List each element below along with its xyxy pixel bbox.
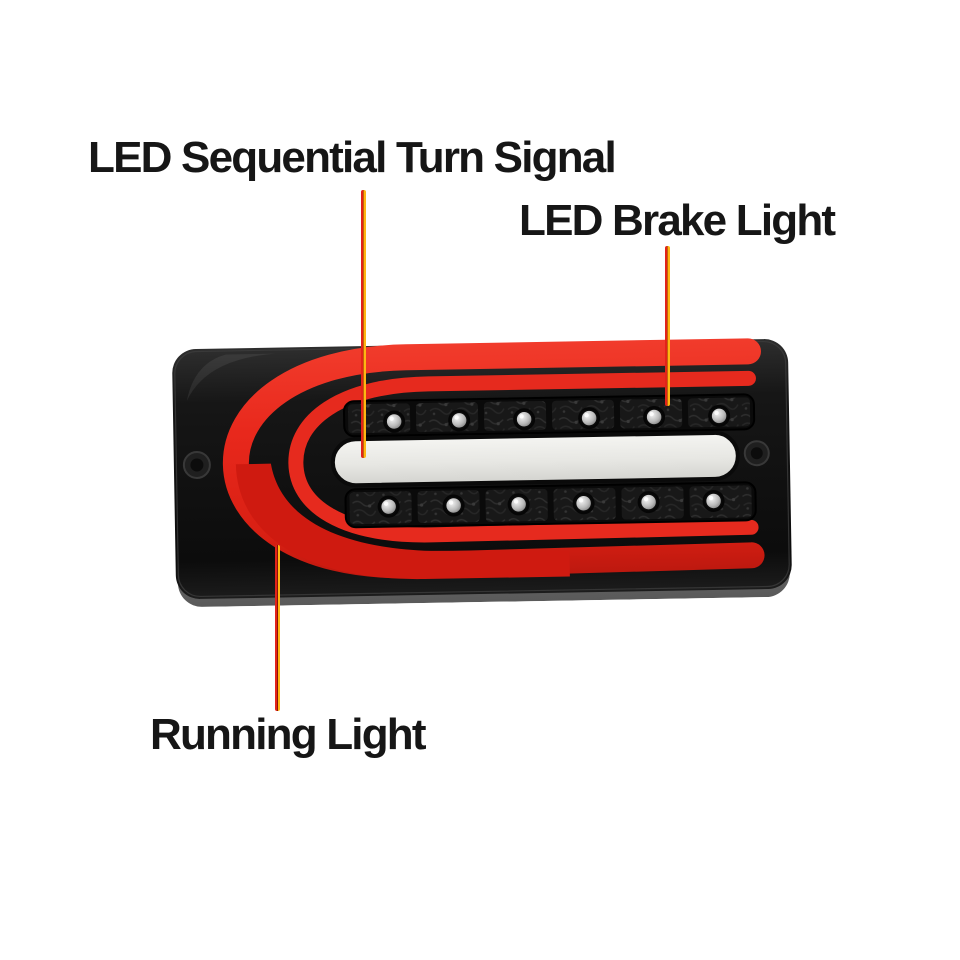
mounting-screw-left xyxy=(182,450,211,479)
label-turn-signal: LED Sequential Turn Signal xyxy=(88,133,617,182)
tail-lamp-illustration xyxy=(172,338,792,607)
leader-line-turn-signal xyxy=(361,190,366,458)
mounting-screw-right xyxy=(743,440,770,467)
leader-line-brake-light xyxy=(665,246,670,406)
leader-line-running-light xyxy=(275,545,280,711)
brake-light-led-strip-bottom xyxy=(344,481,757,529)
label-running-light: Running Light xyxy=(150,710,427,759)
label-brake-light: LED Brake Light xyxy=(519,196,836,245)
red-lower-thick-section xyxy=(235,463,570,580)
brake-light-led-strip-top xyxy=(342,393,756,438)
red-inner-c-band xyxy=(288,370,759,543)
housing-gloss xyxy=(186,353,276,402)
turn-signal-light-bar xyxy=(330,430,740,488)
running-light-red-guide xyxy=(222,338,765,580)
